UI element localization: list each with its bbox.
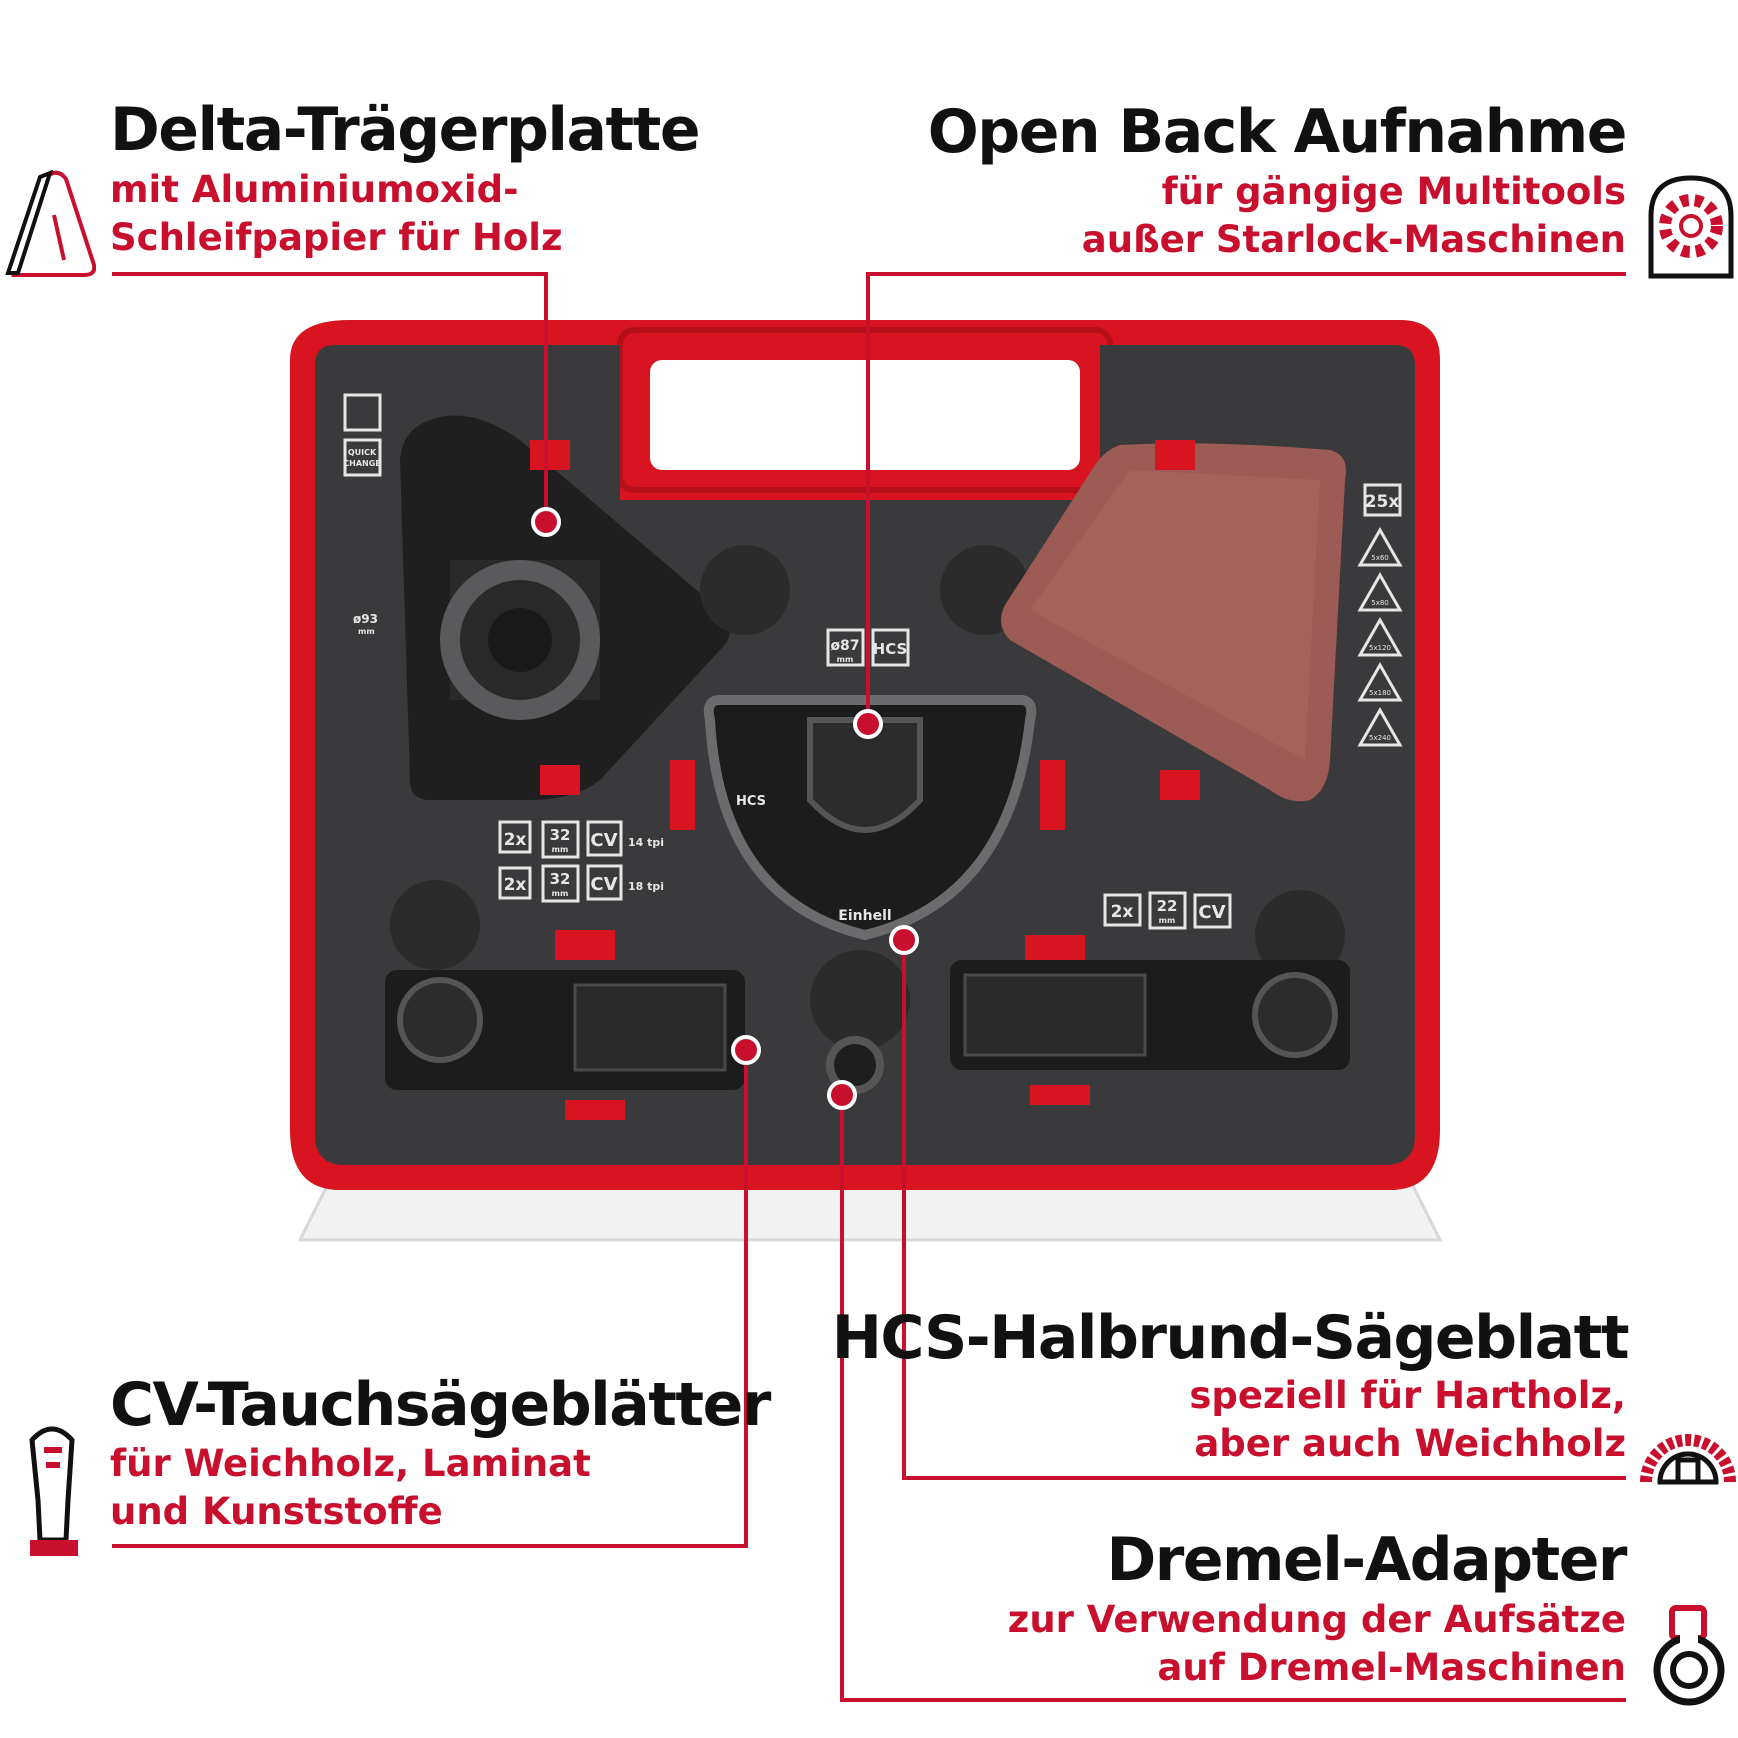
openback-leader-h xyxy=(866,272,1626,276)
quick-change-label: QUICK xyxy=(348,448,377,457)
svg-text:mm: mm xyxy=(552,889,569,898)
plunge-blade-icon xyxy=(29,1426,78,1556)
cv-marker xyxy=(731,1035,761,1065)
svg-text:HCS: HCS xyxy=(736,794,766,809)
svg-text:CV: CV xyxy=(590,830,617,851)
cv-leader-v xyxy=(744,1050,748,1548)
svg-text:5x60: 5x60 xyxy=(1371,554,1389,562)
delta-sander-icon xyxy=(5,169,96,277)
brand-label-blade: Einhell xyxy=(838,908,891,924)
delta-size-label: ø93 xyxy=(353,612,378,626)
svg-text:mm: mm xyxy=(358,627,375,636)
svg-text:CV: CV xyxy=(1198,902,1225,923)
openback-marker xyxy=(853,709,883,739)
openback-title: Open Back Aufnahme xyxy=(927,97,1628,167)
svg-text:5x180: 5x180 xyxy=(1369,689,1391,697)
dremel-marker xyxy=(827,1080,857,1110)
svg-text:CV: CV xyxy=(590,874,617,895)
semicircle-blade-icon xyxy=(1640,1434,1736,1485)
dremel-title: Dremel-Adapter xyxy=(1106,1525,1627,1595)
svg-text:mm: mm xyxy=(837,655,854,664)
cv-sub-2: und Kunststoffe xyxy=(110,1490,443,1533)
hcs-sub-1: speziell für Hartholz, xyxy=(1189,1374,1626,1417)
delta-leader-v xyxy=(544,272,548,522)
openback-sub-2: außer Starlock-Maschinen xyxy=(1081,218,1626,261)
cv-sub-1: für Weichholz, Laminat xyxy=(110,1442,591,1485)
svg-text:5x80: 5x80 xyxy=(1371,599,1389,607)
svg-text:5x240: 5x240 xyxy=(1369,734,1391,742)
case-handle xyxy=(650,360,1080,470)
cv-title: CV-Tauchsägeblätter xyxy=(110,1370,771,1440)
openback-leader-v xyxy=(866,272,870,724)
hcs-leader-v xyxy=(902,940,906,1480)
adapter-icon xyxy=(1653,1605,1725,1706)
delta-title: Delta-Trägerplatte xyxy=(110,95,701,165)
svg-text:mm: mm xyxy=(552,845,569,854)
delta-sub-2: Schleifpapier für Holz xyxy=(110,216,563,259)
open-back-mount-icon xyxy=(1648,175,1734,279)
hcs-marker xyxy=(889,925,919,955)
dremel-sub-1: zur Verwendung der Aufsätze xyxy=(1007,1598,1626,1641)
hcs-title: HCS-Halbrund-Sägeblatt xyxy=(831,1303,1630,1373)
dremel-leader-v xyxy=(840,1095,844,1702)
svg-text:32: 32 xyxy=(550,826,571,844)
dremel-leader-h xyxy=(840,1698,1626,1702)
svg-text:CHANGE: CHANGE xyxy=(343,459,380,468)
dremel-sub-2: auf Dremel-Maschinen xyxy=(1157,1646,1626,1689)
sanding-count-label: 25x xyxy=(1365,492,1400,512)
svg-text:mm: mm xyxy=(1159,916,1176,925)
svg-text:22: 22 xyxy=(1157,897,1178,915)
svg-text:2x: 2x xyxy=(1111,902,1134,922)
hcs-label: HCS xyxy=(873,640,908,658)
hcs-leader-h xyxy=(902,1476,1626,1480)
svg-text:5x120: 5x120 xyxy=(1369,644,1391,652)
cv-leader-h xyxy=(112,1544,748,1548)
delta-marker xyxy=(531,507,561,537)
svg-text:32: 32 xyxy=(550,870,571,888)
hcs-sub-2: aber auch Weichholz xyxy=(1194,1422,1626,1465)
svg-text:2x: 2x xyxy=(504,830,527,850)
svg-text:2x: 2x xyxy=(504,875,527,895)
delta-leader-h xyxy=(112,272,548,276)
openback-sub-1: für gängige Multitools xyxy=(1161,170,1626,213)
svg-text:18 tpi: 18 tpi xyxy=(628,880,664,893)
blade-diameter-label: ø87 xyxy=(830,638,859,654)
delta-sub-1: mit Aluminiumoxid- xyxy=(110,168,519,211)
svg-text:14 tpi: 14 tpi xyxy=(628,836,664,849)
